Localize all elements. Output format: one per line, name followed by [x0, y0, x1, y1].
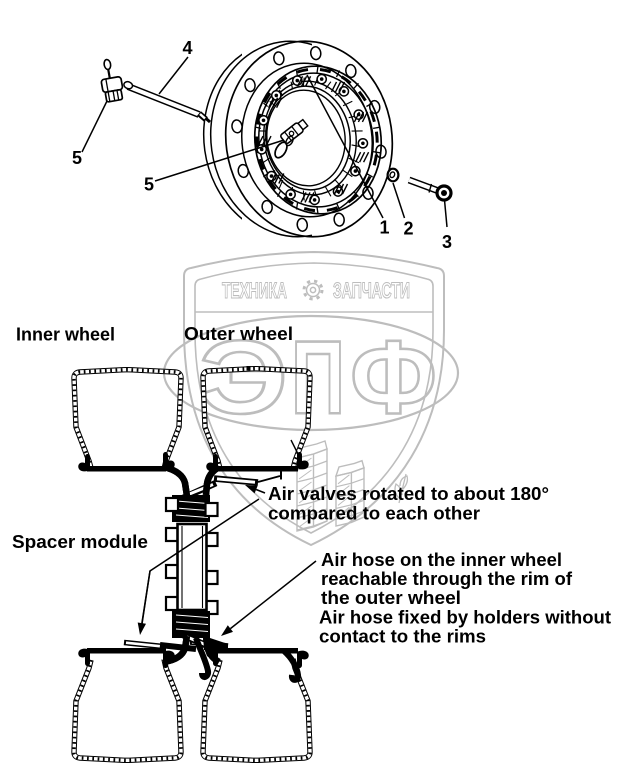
svg-text:3: 3: [442, 232, 452, 252]
svg-text:2: 2: [404, 219, 414, 239]
svg-text:Spacer module: Spacer module: [12, 531, 148, 552]
svg-text:Air hose fixed by holders with: Air hose fixed by holders without: [319, 607, 611, 628]
svg-text:4: 4: [183, 38, 193, 58]
svg-text:5: 5: [144, 175, 154, 195]
svg-text:Air hose on the inner wheel: Air hose on the inner wheel: [321, 549, 562, 570]
svg-text:Inner wheel: Inner wheel: [16, 324, 115, 345]
svg-text:Air valves rotated to about 18: Air valves rotated to about 180°: [268, 483, 549, 504]
svg-text:Э: Э: [199, 320, 288, 436]
svg-text:Ф: Ф: [350, 320, 437, 436]
svg-text:compared to each other: compared to each other: [268, 503, 480, 524]
svg-text:1: 1: [380, 218, 390, 238]
svg-text:5: 5: [72, 148, 82, 168]
svg-text:reachable through the rim of: reachable through the rim of: [321, 568, 573, 589]
svg-text:ЗАПЧАСТИ: ЗАПЧАСТИ: [333, 278, 410, 303]
svg-text:the outer wheel: the outer wheel: [321, 587, 461, 608]
svg-text:ТЕХНИКА: ТЕХНИКА: [222, 278, 287, 303]
svg-text:contact to the rims: contact to the rims: [319, 626, 486, 647]
svg-text:Outer wheel: Outer wheel: [184, 323, 293, 344]
svg-text:П: П: [291, 320, 345, 436]
